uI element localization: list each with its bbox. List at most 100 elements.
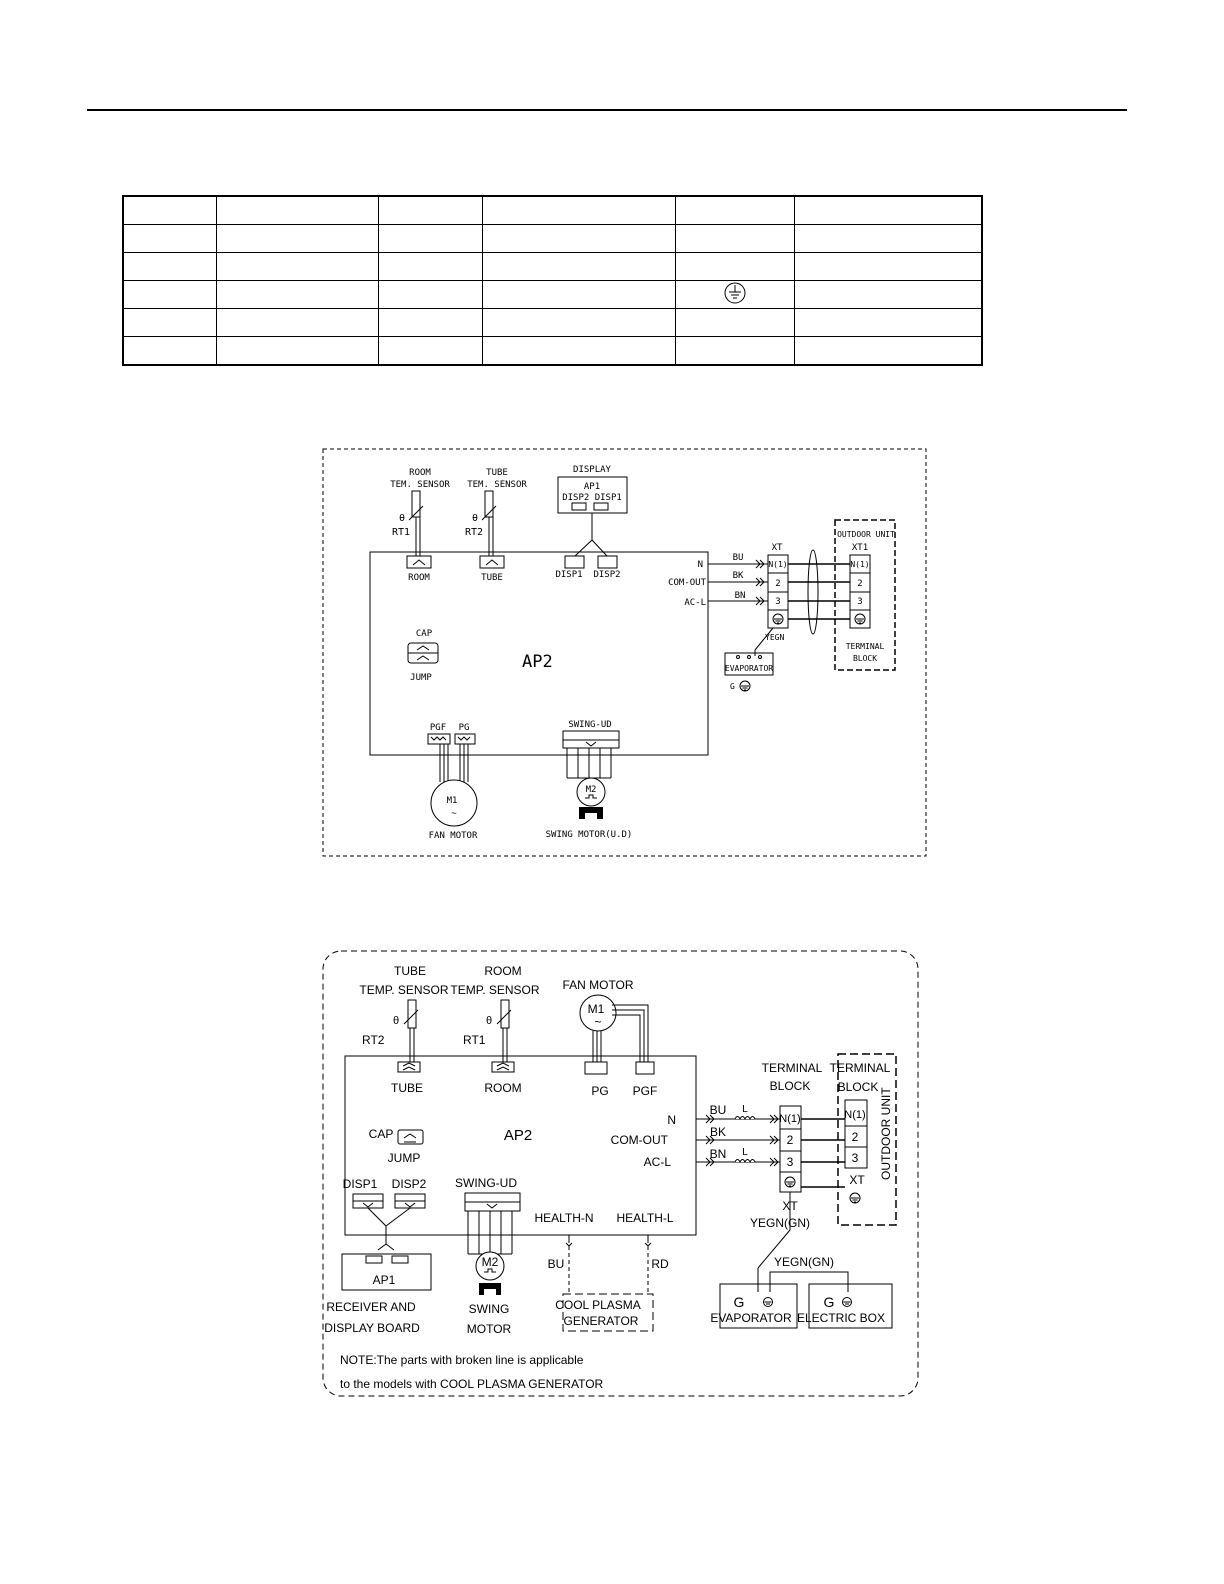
swing-motor-m2 xyxy=(576,777,606,807)
legend-cell xyxy=(377,308,483,337)
fan-motor-label-2: FAN MOTOR xyxy=(562,978,633,992)
evaporator-g-label: G xyxy=(730,682,735,691)
receiver-label-1: RECEIVER AND xyxy=(326,1300,416,1314)
rt2-label-2: RT2 xyxy=(362,1033,385,1047)
room-connector-label-2: ROOM xyxy=(484,1081,521,1095)
room-theta-2: θ xyxy=(486,1015,492,1027)
cap-label-2: CAP xyxy=(369,1127,394,1141)
evaporator-ground-icon-2 xyxy=(763,1297,773,1307)
swing-motor-label-2a: SWING xyxy=(469,1302,510,1316)
ap2-board-2 xyxy=(344,1055,697,1236)
xt-outdoor-ground-icon xyxy=(849,1192,861,1204)
legend-row xyxy=(122,252,983,281)
evaporator-ground-icon xyxy=(739,680,751,692)
disp2-label-2: DISP2 xyxy=(392,1177,427,1191)
tube-sensor-label-2: TEMP. SENSOR xyxy=(359,983,448,997)
legend-cell xyxy=(215,224,379,253)
legend-cell xyxy=(481,308,676,337)
cable-bundle xyxy=(807,549,819,635)
cool-plasma-generator-box xyxy=(562,1293,654,1332)
tube-connector xyxy=(479,555,505,569)
xt-outdoor-label: XT xyxy=(849,1173,865,1187)
display-ports-label: DISP2 DISP1 xyxy=(562,493,622,503)
xt-outdoor-terminal xyxy=(844,1099,868,1169)
fan-motor-m1 xyxy=(430,779,478,827)
swing-ud-label: SWING-UD xyxy=(568,720,611,730)
display-label: DISPLAY xyxy=(573,465,612,475)
room-sensor-label-1: ROOM xyxy=(409,468,431,478)
m1-label: M1 xyxy=(447,796,458,806)
xt-2-label: 2 xyxy=(775,579,780,589)
disp1-label: DISP1 xyxy=(555,570,582,580)
swing-motor-base xyxy=(579,807,603,819)
xt1-n-label: N(1) xyxy=(850,560,869,569)
legend-cell xyxy=(215,280,379,309)
room-connector xyxy=(406,555,432,569)
terminal-block-in-2: BLOCK xyxy=(770,1079,811,1093)
legend-table xyxy=(122,195,983,366)
evaporator-box xyxy=(724,652,774,676)
cap-label: CAP xyxy=(416,629,433,639)
tube-sensor-label-1: TUBE xyxy=(394,964,426,978)
yegn-gn-label-2: YEGN(GN) xyxy=(774,1255,834,1269)
ac-l-label-2: AC-L xyxy=(644,1155,672,1169)
tube-thermistor-2 xyxy=(407,999,417,1029)
receiver-label-2: DISPLAY BOARD xyxy=(324,1321,420,1335)
legend-cell xyxy=(122,280,217,309)
legend-row xyxy=(122,224,983,253)
inductor-2-icon xyxy=(734,1159,756,1164)
pg-connector xyxy=(454,733,476,745)
tube-connector-2 xyxy=(397,1061,421,1073)
com-out-label-2: COM-OUT xyxy=(611,1133,669,1147)
tube-sensor-label-2: TEM. SENSOR xyxy=(467,480,527,490)
evaporator-label-2: EVAPORATOR xyxy=(710,1311,792,1325)
cool-plasma-label-2: GENERATOR xyxy=(564,1314,639,1328)
tube-theta-2: θ xyxy=(393,1015,399,1027)
disp1-connector xyxy=(564,555,585,569)
cool-plasma-label-1: COOL PLASMA xyxy=(555,1298,641,1312)
room-thermistor-2 xyxy=(500,999,510,1029)
legend-cell xyxy=(122,308,217,337)
legend-row xyxy=(122,336,983,366)
electric-box-ground-icon xyxy=(842,1297,852,1307)
xt-outdoor-2-label: 2 xyxy=(852,1130,859,1144)
rd-label: RD xyxy=(651,1257,669,1271)
legend-cell xyxy=(793,224,983,253)
xt1-3-label: 3 xyxy=(857,597,862,607)
note-line-1: NOTE:The parts with broken line is appli… xyxy=(340,1353,584,1367)
disp1-label-2: DISP1 xyxy=(343,1177,378,1191)
xt-ground-icon xyxy=(772,613,784,625)
xt-2-label-2: 2 xyxy=(787,1133,794,1147)
xt-n-label-2: N(1) xyxy=(779,1113,800,1125)
bk-label-2: BK xyxy=(710,1125,726,1139)
inductor-l-2: L xyxy=(742,1147,748,1158)
bu-label-2: BU xyxy=(710,1103,727,1117)
room-connector-2 xyxy=(491,1061,515,1073)
legend-cell xyxy=(215,252,379,281)
ground-icon xyxy=(724,282,745,304)
health-n-label: HEALTH-N xyxy=(534,1211,593,1225)
pgf-label-2: PGF xyxy=(633,1084,658,1098)
xt-ground-icon-2 xyxy=(784,1176,796,1188)
swing-motor-label: SWING MOTOR(U.D) xyxy=(546,830,633,840)
rt1-label-2: RT1 xyxy=(463,1033,486,1047)
room-sensor-label-2: TEMP. SENSOR xyxy=(450,983,539,997)
page-top-rule xyxy=(87,109,1127,111)
pgf-connector-2 xyxy=(635,1061,655,1075)
xt-3-label: 3 xyxy=(775,597,780,607)
legend-cell xyxy=(674,336,795,366)
legend-cell xyxy=(793,252,983,281)
room-sensor-label-1: ROOM xyxy=(484,964,521,978)
m2-label-2: M2 xyxy=(482,1255,499,1269)
inductor-l-1: L xyxy=(742,1104,748,1115)
pg-connector-2 xyxy=(584,1061,608,1075)
health-l-label: HEALTH-L xyxy=(616,1211,673,1225)
legend-cell xyxy=(481,252,676,281)
room-theta: θ xyxy=(399,513,405,524)
legend-cell xyxy=(674,195,795,225)
room-connector-label: ROOM xyxy=(408,573,430,583)
inductor-1-icon xyxy=(734,1116,756,1121)
disp2-label: DISP2 xyxy=(593,570,620,580)
legend-cell xyxy=(215,195,379,225)
